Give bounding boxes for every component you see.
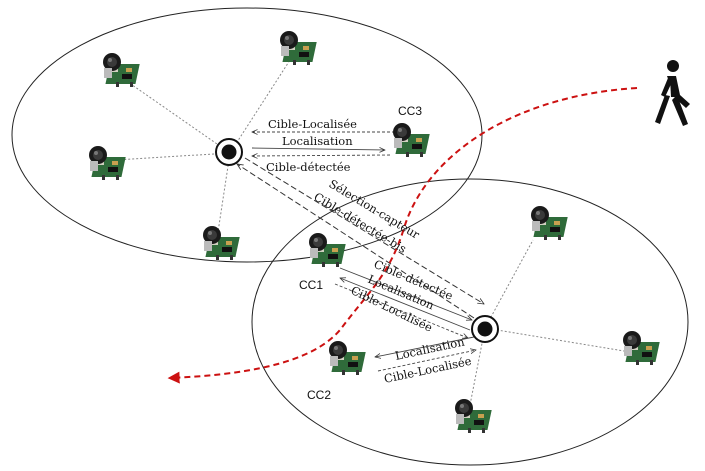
sensor-node-icon-cc3 bbox=[393, 123, 430, 157]
top-message-arrows bbox=[252, 132, 395, 156]
sensor-node-icon-cc1 bbox=[309, 233, 346, 267]
walking-person-icon bbox=[655, 60, 690, 126]
sensor-node-icon bbox=[280, 31, 317, 65]
sensor-node-icon bbox=[623, 331, 660, 365]
target-trajectory bbox=[167, 87, 638, 384]
sensor-node-icon bbox=[103, 53, 140, 87]
top-cluster-links bbox=[114, 59, 291, 233]
cluster-ellipse-top bbox=[11, 7, 483, 263]
cc1-message-arrows bbox=[334, 267, 472, 338]
inter-cluster-arrows bbox=[237, 157, 484, 319]
cluster-ellipse-bottom bbox=[251, 178, 689, 466]
sensor-node-icon bbox=[531, 206, 568, 240]
sensor-node-icon bbox=[89, 146, 126, 180]
cc2-message-arrows bbox=[375, 336, 476, 372]
cluster-head-icon-top bbox=[215, 138, 243, 166]
cluster-head-icon-bottom bbox=[471, 315, 499, 343]
msg-top-cible-detectee: Cible-détectée bbox=[266, 160, 351, 174]
sensor-node-icon bbox=[455, 399, 492, 433]
label-cc1: CC1 bbox=[299, 278, 323, 292]
msg-top-cible-localisee: Cible-Localisée bbox=[268, 117, 357, 131]
label-cc2: CC2 bbox=[307, 388, 331, 402]
sensor-node-icon bbox=[203, 226, 240, 260]
sensor-node-icon-cc2 bbox=[329, 341, 366, 375]
label-cc3: CC3 bbox=[398, 104, 422, 118]
msg-top-localisation: Localisation bbox=[282, 134, 353, 148]
